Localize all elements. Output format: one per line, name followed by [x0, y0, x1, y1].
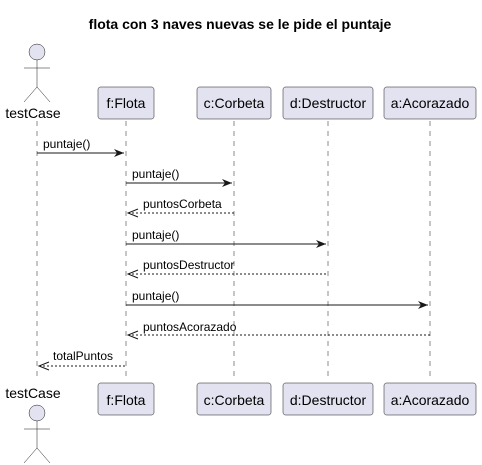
participant-acorazado-top: a:Acorazado [383, 86, 477, 120]
svg-text:a:Acorazado: a:Acorazado [391, 95, 470, 111]
svg-text:puntaje(): puntaje() [132, 228, 179, 242]
participant-corbeta-bottom: c:Corbeta [196, 382, 272, 416]
message-4: puntaje() [126, 228, 326, 248]
participant-destructor-bottom: d:Destructor [282, 382, 374, 416]
svg-text:puntosDestructor: puntosDestructor [143, 258, 234, 272]
actor-label-top: testCase [5, 105, 60, 121]
svg-text:puntaje(): puntaje() [43, 137, 90, 151]
diagram-title: flota con 3 naves nuevas se le pide el p… [89, 16, 392, 32]
svg-text:f:Flota: f:Flota [107, 95, 146, 111]
participant-flota-bottom: f:Flota [97, 382, 155, 416]
svg-text:a:Acorazado: a:Acorazado [391, 392, 470, 408]
actor-testcase-bottom [23, 404, 51, 464]
return-8: totalPuntos [37, 349, 126, 371]
svg-text:c:Corbeta: c:Corbeta [204, 392, 265, 408]
svg-text:puntaje(): puntaje() [132, 289, 179, 303]
participant-acorazado-bottom: a:Acorazado [383, 382, 477, 416]
svg-text:d:Destructor: d:Destructor [290, 95, 367, 111]
participant-flota-top: f:Flota [97, 86, 155, 120]
svg-text:f:Flota: f:Flota [107, 392, 146, 408]
svg-text:c:Corbeta: c:Corbeta [204, 95, 265, 111]
actor-label-bottom: testCase [5, 385, 60, 401]
participant-corbeta-top: c:Corbeta [196, 86, 272, 120]
return-7: puntosAcorazado [126, 320, 430, 340]
participant-destructor-top: d:Destructor [282, 86, 374, 120]
svg-text:puntosCorbeta: puntosCorbeta [143, 197, 222, 211]
svg-text:puntaje(): puntaje() [132, 167, 179, 181]
svg-text:totalPuntos: totalPuntos [53, 349, 113, 363]
svg-text:puntosAcorazado: puntosAcorazado [143, 320, 237, 334]
message-2: puntaje() [126, 167, 232, 187]
message-1: puntaje() [37, 137, 124, 157]
return-5: puntosDestructor [126, 258, 328, 279]
return-3: puntosCorbeta [126, 197, 234, 218]
actor-testcase-top [23, 43, 51, 103]
message-6: puntaje() [126, 289, 428, 309]
svg-text:d:Destructor: d:Destructor [290, 392, 367, 408]
